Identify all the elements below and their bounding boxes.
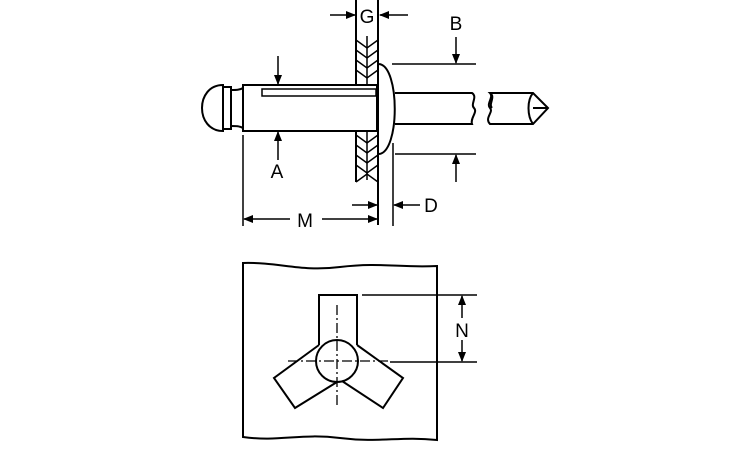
label-a: A [271, 162, 284, 183]
rivet-body [242, 84, 378, 132]
slot [318, 294, 358, 345]
plate [242, 261, 438, 442]
label-g: G [360, 7, 375, 28]
mandrel-end [487, 92, 550, 125]
label-n: N [455, 321, 469, 342]
collar [222, 86, 232, 130]
sheet-material [355, 0, 379, 225]
dimension-m: M [242, 135, 378, 232]
dimension-d: D [352, 143, 438, 226]
dimension-a: A [271, 56, 284, 183]
blind-head-dome [201, 83, 224, 133]
label-d: D [424, 196, 438, 217]
dimension-g: G [330, 7, 408, 28]
label-m: M [297, 211, 313, 232]
rivet-blind-view [242, 261, 438, 442]
rivet-side-view [201, 0, 550, 225]
mandrel-stem [395, 92, 477, 125]
dimension-n: N [362, 294, 477, 363]
rivet-flange [378, 63, 396, 155]
body-slot [261, 88, 377, 97]
dimension-b: B [392, 14, 476, 182]
neck [230, 87, 244, 129]
left-leg [272, 344, 338, 410]
label-b: B [450, 14, 463, 35]
